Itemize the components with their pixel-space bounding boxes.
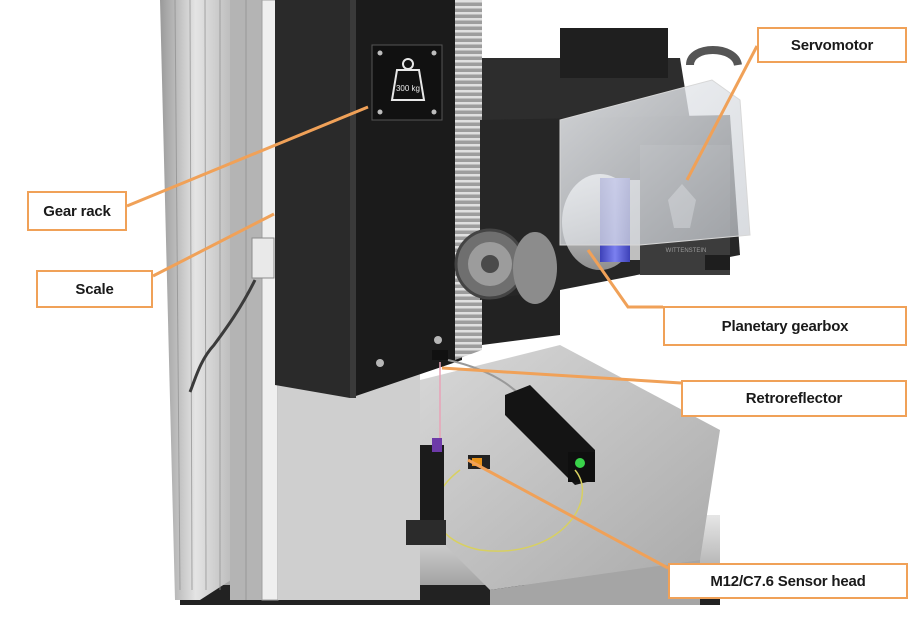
rear-panel	[278, 370, 420, 600]
leader-gear-rack	[126, 105, 369, 208]
scale-readhead	[188, 237, 275, 393]
label-servomotor: Servomotor	[757, 27, 907, 63]
leader-sensor-head	[467, 458, 669, 570]
weight-badge-text: 300 kg	[396, 84, 420, 93]
sensor-head	[406, 438, 490, 545]
gear-rack	[455, 0, 482, 360]
frame-column	[160, 0, 279, 601]
controller-box	[434, 385, 595, 552]
label-scale: Scale	[36, 270, 153, 308]
pinion-gear	[454, 228, 557, 304]
label-retroreflector: Retroreflector	[681, 380, 907, 417]
servomotor: WITTENSTEIN	[559, 46, 751, 275]
leader-servomotor	[685, 45, 759, 181]
brand-text: WITTENSTEIN	[666, 248, 707, 254]
label-gear-rack: Gear rack	[27, 191, 127, 231]
weight-badge: 300 kg	[371, 44, 443, 121]
leader-planetary-gearbox	[586, 249, 663, 309]
leader-retroreflector	[441, 366, 682, 385]
leader-scale	[152, 212, 275, 278]
leader-lines	[126, 45, 759, 570]
label-planetary-gearbox: Planetary gearbox	[663, 306, 907, 346]
label-sensor-head: M12/C7.6 Sensor head	[668, 563, 908, 599]
